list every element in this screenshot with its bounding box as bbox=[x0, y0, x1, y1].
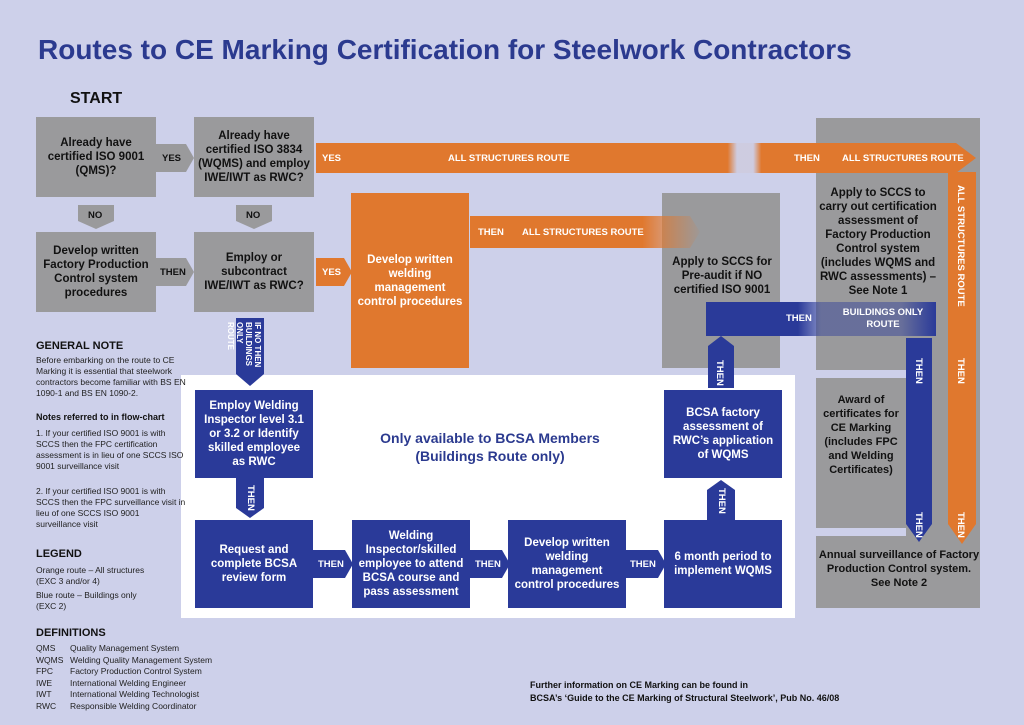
box-attend-course: Welding Inspector/skilled employee to at… bbox=[352, 520, 470, 608]
box-employ-inspector: Employ Welding Inspector level 3.1 or 3.… bbox=[195, 390, 313, 478]
definition-text: Welding Quality Management System bbox=[70, 654, 213, 665]
definition-abbr: FPC bbox=[36, 666, 53, 676]
label-then-down: THEN bbox=[245, 485, 256, 511]
label-then-top: THEN bbox=[794, 153, 820, 164]
box-employ-rwc: Employ or subcontract IWE/IWT as RWC? bbox=[194, 232, 314, 312]
label-then-middle: THEN bbox=[478, 227, 504, 238]
box-develop-wmc: Develop written welding management contr… bbox=[351, 193, 469, 368]
box-preaudit: Apply to SCCS for Pre-audit if NO certif… bbox=[672, 256, 772, 296]
definition-abbr: WQMS bbox=[36, 654, 64, 665]
legend-heading: LEGEND bbox=[36, 548, 82, 560]
orange-arrow-top bbox=[316, 143, 976, 173]
box-iso3834-question: Already have certified ISO 3834 (WQMS) a… bbox=[194, 117, 314, 197]
definition-text: Quality Management System bbox=[70, 643, 180, 653]
label-all-structures-top: ALL STRUCTURES ROUTE bbox=[448, 153, 570, 164]
bcsa-members-title: Only available to BCSA Members bbox=[380, 430, 600, 446]
label-then-b3: THEN bbox=[630, 559, 656, 570]
label-no-1: NO bbox=[88, 210, 103, 221]
definition-row: QMS Quality Management System bbox=[36, 643, 212, 655]
separator-right-1 bbox=[816, 370, 906, 378]
box-request-review: Request and complete BCSA review form bbox=[195, 520, 313, 608]
label-yes-1: YES bbox=[162, 153, 182, 164]
box-apply-sccs: Apply to SCCS to carry out certification… bbox=[819, 187, 937, 297]
blue-arrow-then-up-2 bbox=[707, 480, 735, 520]
legend-orange: Orange route – All structures (EXC 3 and… bbox=[36, 565, 145, 586]
definition-abbr: QMS bbox=[36, 643, 56, 653]
box-develop-written: Develop written welding management contr… bbox=[508, 520, 626, 608]
definition-text: International Welding Engineer bbox=[70, 677, 187, 688]
definitions-list: QMS Quality Management System WQMS Welding… bbox=[36, 643, 212, 712]
definition-abbr: IWT bbox=[36, 689, 52, 699]
label-no-2: NO bbox=[246, 210, 261, 221]
note-2: 2. If your certified ISO 9001 is with SC… bbox=[36, 486, 186, 529]
label-if-no-then: IF NO THEN BUILDINGS ONLY ROUTE bbox=[226, 322, 262, 368]
definition-text: International Welding Technologist bbox=[70, 689, 200, 699]
label-yes-2: YES bbox=[322, 267, 342, 278]
footer-line-1: Further information on CE Marking can be… bbox=[530, 680, 748, 690]
label-yes-top: YES bbox=[322, 153, 342, 164]
general-note-heading: GENERAL NOTE bbox=[36, 340, 124, 352]
start-label: START bbox=[70, 90, 123, 107]
label-then-blue-vertical-1: THEN bbox=[913, 358, 924, 384]
arrow-yes-1 bbox=[156, 144, 194, 172]
blue-arrow-buildings-only bbox=[706, 302, 936, 336]
legend-blue: Blue route – Buildings only (EXC 2) bbox=[36, 590, 137, 611]
label-all-structures-vertical: ALL STRUCTURES ROUTE bbox=[955, 185, 966, 307]
arrow-yes-2 bbox=[316, 258, 352, 286]
label-then-vertical-right-1: THEN bbox=[955, 358, 966, 384]
label-then-b2: THEN bbox=[475, 559, 501, 570]
blue-arrow-vertical-right bbox=[906, 338, 932, 542]
bcsa-members-subtitle: (Buildings Route only) bbox=[415, 448, 565, 464]
label-then-blue-top: THEN bbox=[786, 313, 812, 324]
definition-row: IWE International Welding Engineer bbox=[36, 678, 212, 690]
arrow-no-1 bbox=[78, 205, 114, 229]
label-then-blue-vertical-2: THEN bbox=[913, 512, 924, 538]
footer-line-2: BCSA’s ‘Guide to the CE Marking of Struc… bbox=[530, 693, 840, 703]
box-award: Award of certificates for CE Marking (in… bbox=[823, 394, 899, 476]
label-then-blue-up-1: THEN bbox=[714, 360, 725, 386]
orange-arrow-vertical-right bbox=[948, 172, 976, 544]
blue-arrow-to-bcsa-factory-up bbox=[708, 336, 734, 388]
blue-arrow-then-down bbox=[236, 478, 264, 518]
blue-arrow-if-no bbox=[236, 318, 264, 386]
label-then-fpc: THEN bbox=[160, 267, 186, 278]
label-all-structures-middle: ALL STRUCTURES ROUTE bbox=[522, 227, 644, 238]
orange-arrow-middle bbox=[470, 216, 700, 248]
box-annual: Annual surveillance of Factory Productio… bbox=[818, 549, 980, 589]
blue-arrow-then-2 bbox=[470, 550, 510, 578]
definition-abbr: RWC bbox=[36, 700, 57, 711]
general-note-text: Before embarking on the route to CE Mark… bbox=[36, 355, 186, 398]
definition-abbr: IWE bbox=[36, 677, 53, 688]
definition-row: FPC Factory Production Control System bbox=[36, 666, 212, 678]
definitions-heading: DEFINITIONS bbox=[36, 627, 106, 639]
blue-arrow-then-3 bbox=[626, 550, 666, 578]
definition-row: IWT International Welding Technologist bbox=[36, 689, 212, 701]
page-title: Routes to CE Marking Certification for S… bbox=[38, 34, 852, 65]
separator-right-2 bbox=[816, 528, 906, 536]
definition-text: Responsible Welding Coordinator bbox=[70, 700, 197, 711]
label-then-b1: THEN bbox=[318, 559, 344, 570]
arrow-no-2 bbox=[236, 205, 272, 229]
box-bcsa-factory: BCSA factory assessment of RWC’s applica… bbox=[664, 390, 782, 478]
notes-heading: Notes referred to in flow-chart bbox=[36, 412, 165, 422]
label-then-up-2: THEN bbox=[716, 488, 727, 514]
definition-text: Factory Production Control System bbox=[70, 666, 202, 676]
arrow-then-fpc bbox=[156, 258, 194, 286]
note-1: 1. If your certified ISO 9001 is with SC… bbox=[36, 428, 184, 471]
label-buildings-only: BUILDINGS ONLY ROUTE bbox=[842, 307, 924, 330]
definition-row: RWC Responsible Welding Coordinator bbox=[36, 701, 212, 713]
blue-arrow-then-1 bbox=[313, 550, 353, 578]
box-six-month: 6 month period to implement WQMS bbox=[664, 520, 782, 608]
label-all-structures-right: ALL STRUCTURES ROUTE bbox=[842, 153, 964, 164]
label-then-vertical-right-2: THEN bbox=[955, 512, 966, 538]
box-iso9001-question: Already have certified ISO 9001 (QMS)? bbox=[36, 117, 156, 197]
box-develop-fpc: Develop written Factory Production Contr… bbox=[36, 232, 156, 312]
definition-row: WQMS Welding Quality Management System bbox=[36, 655, 212, 667]
